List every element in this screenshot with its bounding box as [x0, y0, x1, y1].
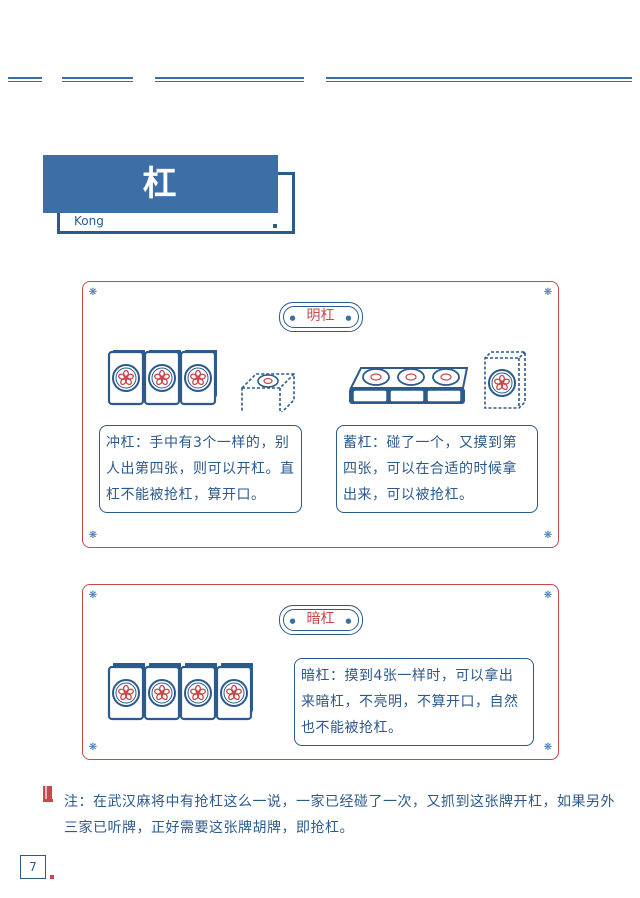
snowflake-icon: ❋ [543, 530, 553, 541]
book-icon [43, 786, 53, 802]
snowflake-icon: ❋ [88, 590, 98, 601]
dashed-standing-tile-icon [484, 351, 526, 409]
badge-dot-icon: ● [345, 617, 352, 625]
lying-tiles [349, 367, 469, 404]
snowflake-icon: ❋ [88, 287, 98, 298]
flower-tile-icon [145, 350, 181, 404]
flower-tile-icon [217, 663, 253, 719]
page-number: 7 [20, 855, 46, 879]
note-text: 注：在武汉麻将中有抢杠这么一说，一家已经碰了一次，又抓到这张牌开杠，如果另外三家… [64, 794, 615, 836]
snowflake-icon: ❋ [543, 287, 553, 298]
label-ming: 明杠 [306, 308, 335, 324]
badge-dot-icon: ● [345, 314, 352, 322]
title-dot [273, 224, 277, 228]
snowflake-icon: ❋ [543, 590, 553, 601]
dashed-tile-icon [241, 373, 295, 412]
flower-tile-icon [109, 350, 145, 404]
desc-an-gang: 暗杠：摸到4张一样时，可以拿出来暗杠，不亮明，不算开口，自然也不能被抢杠。 [294, 658, 534, 746]
top-line-1 [8, 77, 42, 82]
top-line-3 [155, 77, 304, 82]
top-line-4 [326, 77, 632, 82]
page-dot [50, 875, 54, 879]
section-subtitle: Kong [74, 214, 104, 228]
snowflake-icon: ❋ [88, 530, 98, 541]
label-an: 暗杠 [306, 611, 335, 627]
flower-tile-icon [109, 663, 145, 719]
top-line-2 [62, 77, 133, 82]
panel-an-gang: ❋ ❋ ❋ ❋ ● 暗杠 ● 暗杠：摸到4张一样时，可以拿出来暗杠，不亮明，不算… [82, 584, 559, 760]
desc-xu-gang: 蓄杠：碰了一个，又摸到第四张，可以在合适的时候拿出来，可以被抢杠。 [336, 425, 538, 513]
badge-dot-icon: ● [289, 314, 296, 322]
label-badge-an: ● 暗杠 ● [278, 605, 363, 635]
tiles-chong-gang [107, 350, 295, 412]
snowflake-icon: ❋ [88, 742, 98, 753]
label-badge-ming: ● 明杠 ● [278, 302, 363, 332]
flower-tile-icon [181, 663, 217, 719]
badge-dot-icon: ● [289, 617, 296, 625]
snowflake-icon: ❋ [543, 742, 553, 753]
flower-tile-icon [145, 663, 181, 719]
desc-chong-gang: 冲杠：手中有3个一样的，别人出第四张，则可以开杠。直杠不能被抢杠，算开口。 [99, 425, 302, 513]
section-title: 杠 [43, 155, 278, 213]
tiles-an-gang [107, 663, 267, 725]
panel-ming-gang: ❋ ❋ ❋ ❋ ● 明杠 ● [82, 281, 559, 548]
tiles-xu-gang [349, 351, 526, 409]
flower-tile-icon [181, 350, 217, 404]
